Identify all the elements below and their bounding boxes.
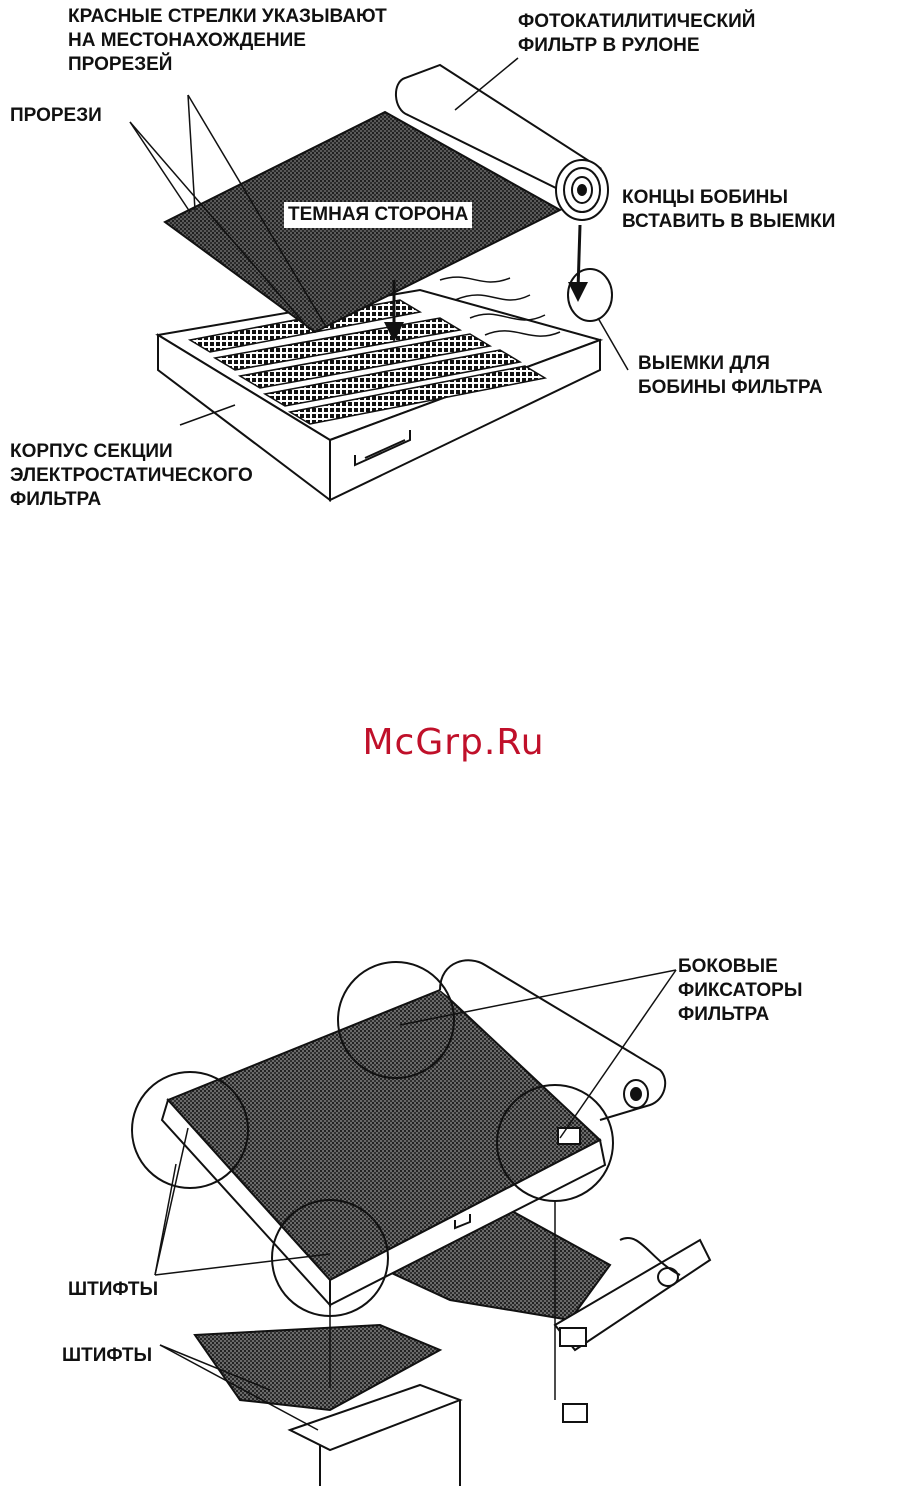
spool-ends-label: КОНЦЫ БОБИНЫ ВСТАВИТЬ В ВЫЕМКИ	[622, 186, 835, 234]
watermark: McGrp.Ru	[0, 722, 907, 763]
slots-label: ПРОРЕЗИ	[10, 104, 102, 128]
red-arrows-label: КРАСНЫЕ СТРЕЛКИ УКАЗЫВАЮТ НА МЕСТОНАХОЖД…	[68, 5, 387, 77]
dark-side-label: ТЕМНАЯ СТОРОНА	[284, 202, 472, 228]
spool-notches-label: ВЫЕМКИ ДЛЯ БОБИНЫ ФИЛЬТРА	[638, 352, 823, 400]
pins-label-1: ШТИФТЫ	[68, 1278, 158, 1302]
roll-filter-label: ФОТОКАТИЛИТИЧЕСКИЙ ФИЛЬТР В РУЛОНЕ	[518, 10, 755, 58]
housing-label: КОРПУС СЕКЦИИ ЭЛЕКТРОСТАТИЧЕСКОГО ФИЛЬТР…	[10, 440, 253, 512]
pins-label-2: ШТИФТЫ	[62, 1344, 152, 1368]
side-clips-label: БОКОВЫЕ ФИКСАТОРЫ ФИЛЬТРА	[678, 955, 802, 1027]
